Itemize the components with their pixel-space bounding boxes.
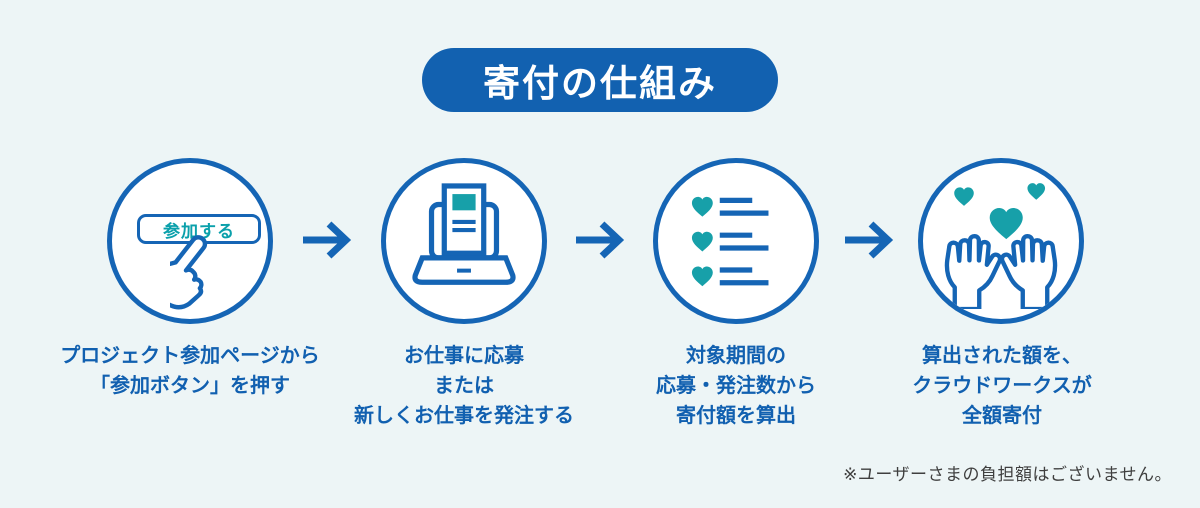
caption-line: お仕事に応募 [404,345,524,367]
caption-line: クラウドワークスが [912,375,1092,397]
caption-line: 寄付額を算出 [676,405,796,427]
heart-list-icon [691,196,769,287]
caption-line: プロジェクト参加ページから [60,345,320,367]
arrow-right-icon [576,221,625,259]
join-button-label: 参加する [163,221,235,241]
step-4-circle [918,158,1084,324]
caption-line: 対象期間の [686,345,786,367]
caption-line: 算出された額を、 [922,345,1082,367]
caption-line: 全額寄付 [962,405,1042,427]
step-2-circle [381,158,547,324]
caption-line: または [434,375,494,397]
arrow-right-icon [845,221,894,259]
step-1-caption: プロジェクト参加ページから 「参加ボタン」を押す [30,341,350,401]
hand-pointer-icon [170,235,208,310]
step-3-caption: 対象期間の 応募・発注数から 寄付額を算出 [576,341,896,431]
step-3-circle [653,158,819,324]
laptop-job-document-icon [412,183,516,285]
caption-line: 新しくお仕事を発注する [354,405,574,427]
step-2-caption: お仕事に応募 または 新しくお仕事を発注する [304,341,624,431]
title-badge: 寄付の仕組み [422,48,778,112]
user-cost-disclaimer: ※ユーザーさまの負担額はございません。 [843,465,1172,484]
caption-line: 応募・発注数から [656,375,816,397]
step-1-circle: 参加する [107,158,273,324]
hands-holding-hearts-icon [944,183,1069,309]
arrow-right-icon [303,221,352,259]
caption-line: 「参加ボタン」を押す [90,375,290,397]
step-4-caption: 算出された額を、 クラウドワークスが 全額寄付 [842,341,1162,431]
page-title: 寄付の仕組み [483,63,717,104]
